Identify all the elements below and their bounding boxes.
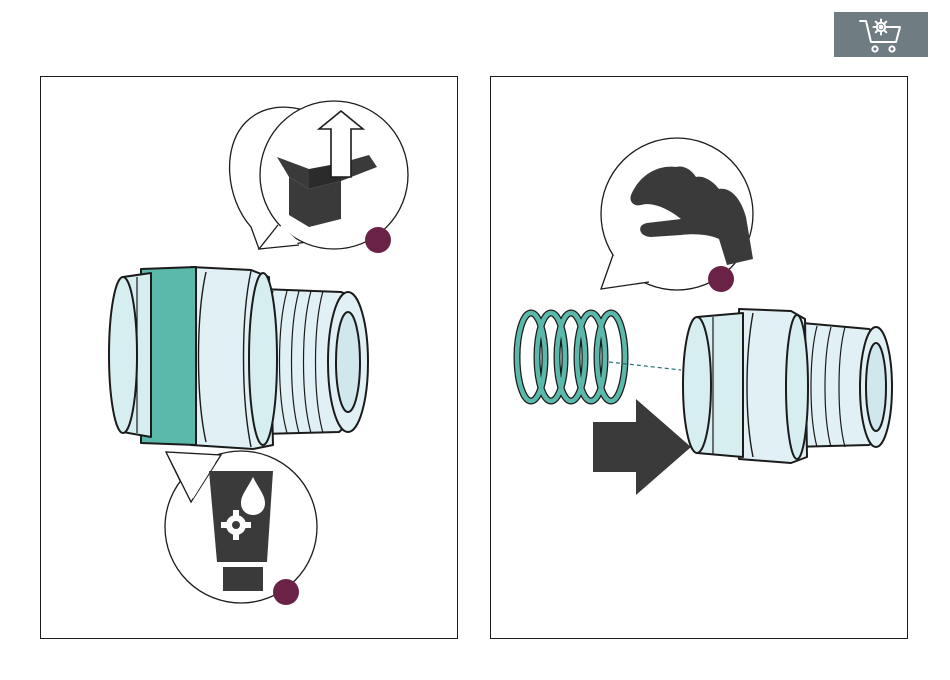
alignment-guide [609,362,681,370]
threaded-coupling-with-teal-ring [109,267,368,449]
threaded-coupling [683,309,892,463]
step-panel-right [490,76,908,639]
accent-dot [708,266,734,292]
cart-settings-button[interactable] [834,12,928,57]
cart-gear-icon [834,12,928,57]
callout-hand [601,138,753,292]
step-panel-left [40,76,458,639]
insert-direction-arrow [593,399,691,495]
spring [517,313,625,401]
accent-dot [273,579,299,605]
callout-grease [165,451,317,605]
callout-unpacking [230,101,408,253]
accent-dot [365,227,391,253]
